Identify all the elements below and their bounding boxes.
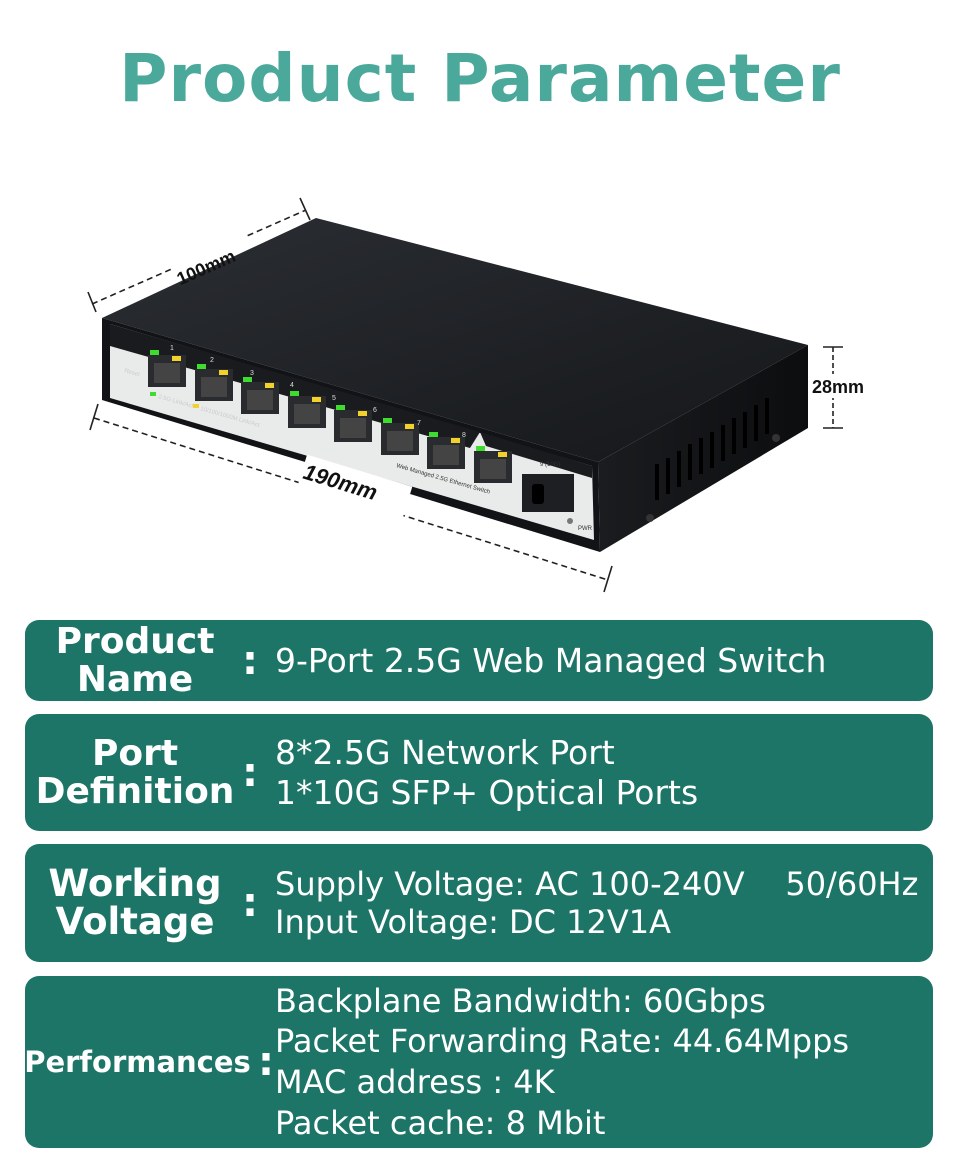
pwr-label: PWR — [578, 526, 593, 532]
page-title: Product Parameter — [119, 40, 841, 117]
spec-colon: : — [258, 1039, 274, 1085]
spec-label: Working Voltage — [48, 861, 222, 943]
spec-values: Backplane Bandwidth: 60Gbps Packet Forwa… — [275, 976, 929, 1148]
vent-slots — [655, 398, 769, 500]
product-figure: 1 2 3 4 5 6 7 8 Reset 2.5G Link/Act 10/1… — [0, 150, 960, 610]
port-number-1: 1 — [170, 345, 174, 352]
spec-value: 9-Port 2.5G Web Managed Switch — [275, 641, 827, 680]
port-leds — [150, 350, 507, 457]
spec-label: Product Name — [55, 621, 215, 700]
spec-row-product-name: Product Name : 9-Port 2.5G Web Managed S… — [25, 620, 933, 701]
spec-value: 1*10G SFP+ Optical Ports — [275, 772, 699, 812]
spec-values: 9-Port 2.5G Web Managed Switch — [275, 620, 929, 701]
spec-label: Port Definition — [35, 733, 235, 812]
spec-row-working-voltage: Working Voltage : Supply Voltage: AC 100… — [25, 844, 933, 962]
spec-values: Supply Voltage: AC 100-240V 50/60Hz Inpu… — [275, 844, 929, 962]
reset-label: Reset — [123, 368, 140, 378]
spec-colon: : — [242, 637, 258, 684]
spec-value: Packet Forwarding Rate: 44.64Mpps — [275, 1022, 850, 1061]
spec-colon: : — [242, 749, 258, 796]
port-number-7: 7 — [417, 420, 421, 427]
dimension-depth — [87, 197, 311, 313]
spec-colon: : — [242, 880, 258, 926]
port-number-4: 4 — [290, 382, 294, 389]
sfp-port — [522, 474, 574, 512]
spec-value: MAC address : 4K — [275, 1063, 555, 1101]
port-number-8: 8 — [462, 432, 466, 439]
port-number-5: 5 — [332, 395, 336, 402]
spec-value: Input Voltage: DC 12V1A — [275, 903, 672, 941]
spec-row-performances: Performances : Backplane Bandwidth: 60Gb… — [24, 976, 933, 1148]
port-number-3: 3 — [250, 370, 254, 377]
port-number-6: 6 — [373, 407, 377, 414]
spec-label: Performances — [24, 1044, 251, 1079]
sfp-label: 9 (10G) — [540, 462, 560, 468]
dimension-height-label: 28mm — [812, 377, 864, 397]
spec-row-port-definition: Port Definition : 8*2.5G Network Port 1*… — [25, 714, 933, 831]
port-number-2: 2 — [210, 357, 214, 364]
dimension-width — [89, 403, 613, 593]
spec-value: Packet cache: 8 Mbit — [275, 1103, 606, 1142]
switch-illustration: 1 2 3 4 5 6 7 8 Reset 2.5G Link/Act 10/1… — [87, 197, 878, 593]
spec-value: Backplane Bandwidth: 60Gbps — [275, 981, 766, 1020]
spec-value: Supply Voltage: AC 100-240V 50/60Hz — [275, 864, 919, 903]
spec-value: 8*2.5G Network Port — [275, 732, 615, 772]
switch-top — [102, 218, 808, 462]
spec-values: 8*2.5G Network Port 1*10G SFP+ Optical P… — [275, 714, 929, 831]
